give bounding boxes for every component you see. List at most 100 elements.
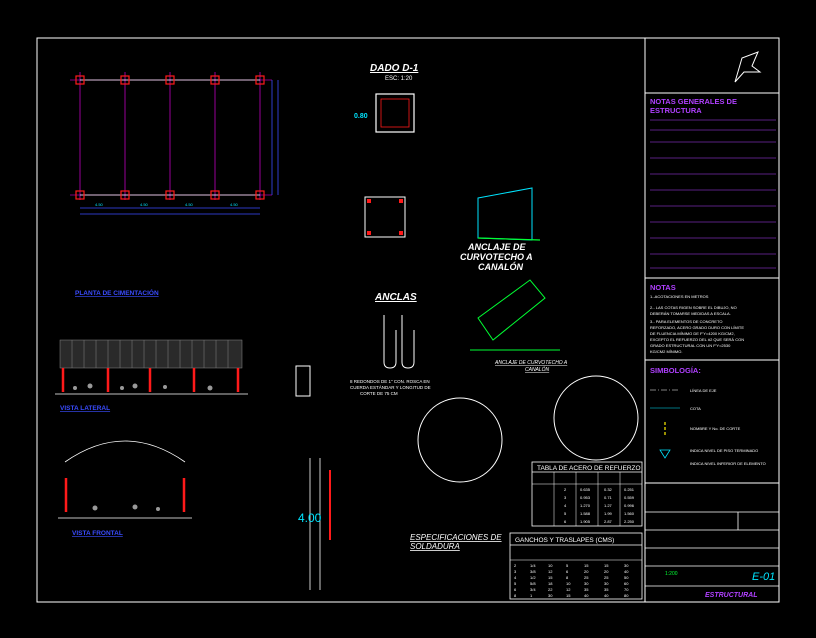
svg-text:1.588: 1.588: [580, 511, 591, 516]
hooks-table-title: GANCHOS Y TRASLAPES (CMS): [515, 537, 614, 544]
svg-text:4.50: 4.50: [140, 202, 149, 207]
roof-anchorage-caption-2: CANALÓN: [525, 366, 550, 373]
roof-anchorage-caption-1: ANCLAJE DE CURVOTECHO A: [494, 360, 568, 366]
svg-text:0.953: 0.953: [580, 495, 591, 500]
svg-text:30: 30: [624, 563, 629, 568]
svg-text:2.250: 2.250: [624, 519, 635, 524]
svg-text:0.559: 0.559: [624, 495, 635, 500]
foundation-plan-title: PLANTA DE CIMENTACIÓN: [75, 288, 159, 297]
svg-text:40: 40: [584, 593, 589, 598]
svg-text:1: 1: [530, 593, 533, 598]
anchors-note-2: CUERDA ESTÁNDAR Y LONGITUD DE: [350, 384, 431, 390]
svg-text:2.- LAS COTAS RIGEN SOBRE EL D: 2.- LAS COTAS RIGEN SOBRE EL DIBUJO, NO: [650, 305, 737, 310]
svg-text:12: 12: [548, 569, 553, 574]
svg-text:20: 20: [584, 569, 589, 574]
svg-text:5: 5: [564, 511, 567, 516]
svg-text:0.32: 0.32: [604, 487, 613, 492]
column-height-dimension: 4.00: [298, 511, 322, 525]
pedestal-title: DADO D-1: [370, 63, 419, 74]
svg-text:0.635: 0.635: [580, 487, 591, 492]
svg-text:18: 18: [548, 581, 553, 586]
side-columns: [61, 368, 240, 392]
svg-text:6: 6: [514, 587, 517, 592]
svg-text:15: 15: [548, 575, 553, 580]
anchors-detail: ANCLAS 8 REDONDOS DE 1" CON. ROSCA EN CU…: [295, 292, 431, 397]
sheet-number: E-01: [752, 571, 775, 583]
svg-text:5/8: 5/8: [530, 581, 536, 586]
detail-circle-a: [417, 397, 503, 483]
svg-text:4: 4: [514, 575, 517, 580]
symbology-title: SIMBOLOGÍA:: [650, 366, 701, 375]
roof-anchorage-detail: ANCLAJE DE CURVOTECHO A CANALÓN ANCLAJE …: [460, 187, 568, 373]
pedestal-dimension: 0.80: [354, 113, 368, 120]
column-elevation: 4.00: [298, 458, 331, 590]
svg-text:35: 35: [584, 587, 589, 592]
svg-text:3.- PARA ELEMENTOS DE CONCRETO: 3.- PARA ELEMENTOS DE CONCRETO: [650, 319, 722, 324]
scale-value: 1:200: [665, 571, 678, 577]
svg-text:70: 70: [624, 587, 629, 592]
svg-text:1.-ACOTACIONES EN METROS: 1.-ACOTACIONES EN METROS: [650, 294, 709, 299]
side-elevation-title: VISTA LATERAL: [60, 405, 110, 412]
svg-text:8: 8: [514, 593, 517, 598]
svg-text:NOMBRE Y No. DE CORTE: NOMBRE Y No. DE CORTE: [690, 426, 741, 431]
anchors-title: ANCLAS: [374, 292, 417, 303]
svg-text:REFORZADO, ACERO GRADO DURO CO: REFORZADO, ACERO GRADO DURO CON LÍMITE: [650, 325, 744, 330]
svg-text:40: 40: [604, 593, 609, 598]
svg-text:KG/CM2 MÍNIMO.: KG/CM2 MÍNIMO.: [650, 349, 682, 354]
svg-text:15: 15: [566, 593, 571, 598]
title-block: NOTAS GENERALES DE ESTRUCTURA NOTAS 1.-A…: [645, 51, 779, 599]
svg-text:20: 20: [604, 569, 609, 574]
svg-text:0.71: 0.71: [604, 495, 613, 500]
pedestal-detail: DADO D-1 ESC: 1:20 0.80: [354, 63, 419, 238]
svg-text:3/8: 3/8: [530, 569, 536, 574]
svg-text:1/2: 1/2: [530, 575, 536, 580]
svg-text:60: 60: [624, 581, 629, 586]
plan-columns: [75, 75, 265, 200]
svg-text:1.270: 1.270: [580, 503, 591, 508]
svg-text:15: 15: [584, 563, 589, 568]
sheet-name: ESTRUCTURAL: [705, 592, 758, 599]
welding-title-2: SOLDADURA: [410, 542, 460, 551]
notes-title: NOTAS: [650, 283, 676, 292]
front-roof-arch: [64, 440, 186, 463]
svg-text:1/4: 1/4: [530, 563, 536, 568]
sheet-frame: [36, 37, 780, 603]
svg-text:2.87: 2.87: [604, 519, 613, 524]
svg-text:30: 30: [604, 581, 609, 586]
general-notes-title-1: NOTAS GENERALES DE: [650, 97, 737, 106]
svg-text:1.99: 1.99: [604, 511, 613, 516]
svg-text:5: 5: [514, 581, 517, 586]
svg-text:2: 2: [514, 563, 517, 568]
roof-anchorage-title-2: CURVOTECHO A: [460, 252, 533, 262]
detail-circle-b: [553, 375, 639, 461]
svg-text:25: 25: [584, 575, 589, 580]
svg-text:30: 30: [584, 581, 589, 586]
svg-text:1.560: 1.560: [624, 511, 635, 516]
svg-text:DE FLUENCIA MÍNIMO DE F'Y=4200: DE FLUENCIA MÍNIMO DE F'Y=4200 KG/CM2,: [650, 331, 735, 336]
roof-anchorage-title-1: ANCLAJE DE: [467, 242, 527, 252]
svg-text:COTA: COTA: [690, 406, 701, 411]
pedestal-scale: ESC: 1:20: [385, 76, 413, 82]
svg-text:15: 15: [604, 563, 609, 568]
svg-text:0.251: 0.251: [624, 487, 635, 492]
svg-text:40: 40: [624, 569, 629, 574]
front-elevation: VISTA FRONTAL: [58, 440, 192, 537]
svg-text:22: 22: [548, 587, 553, 592]
svg-text:10: 10: [566, 581, 571, 586]
logo-icon: [734, 51, 762, 83]
plan-dimensions: [80, 80, 279, 215]
steel-table-title: TABLA DE ACERO DE REFUERZO: [537, 465, 641, 472]
anchors-note-1: 8 REDONDOS DE 1" CON. ROSCA EN: [350, 379, 430, 384]
svg-text:3: 3: [564, 495, 567, 500]
svg-text:1.905: 1.905: [580, 519, 591, 524]
svg-text:3: 3: [514, 569, 517, 574]
svg-text:25: 25: [604, 575, 609, 580]
general-notes-title-2: ESTRUCTURA: [650, 106, 702, 115]
svg-text:4.50: 4.50: [95, 202, 104, 207]
svg-text:EXCEPTO EL REFUERZO DEL #2 QUE: EXCEPTO EL REFUERZO DEL #2 QUE SERÁ CON: [650, 337, 744, 342]
svg-text:INDICA NIVEL INFERIOR DE ELEME: INDICA NIVEL INFERIOR DE ELEMENTO: [690, 461, 766, 466]
svg-text:5: 5: [566, 563, 569, 568]
svg-text:0.996: 0.996: [624, 503, 635, 508]
